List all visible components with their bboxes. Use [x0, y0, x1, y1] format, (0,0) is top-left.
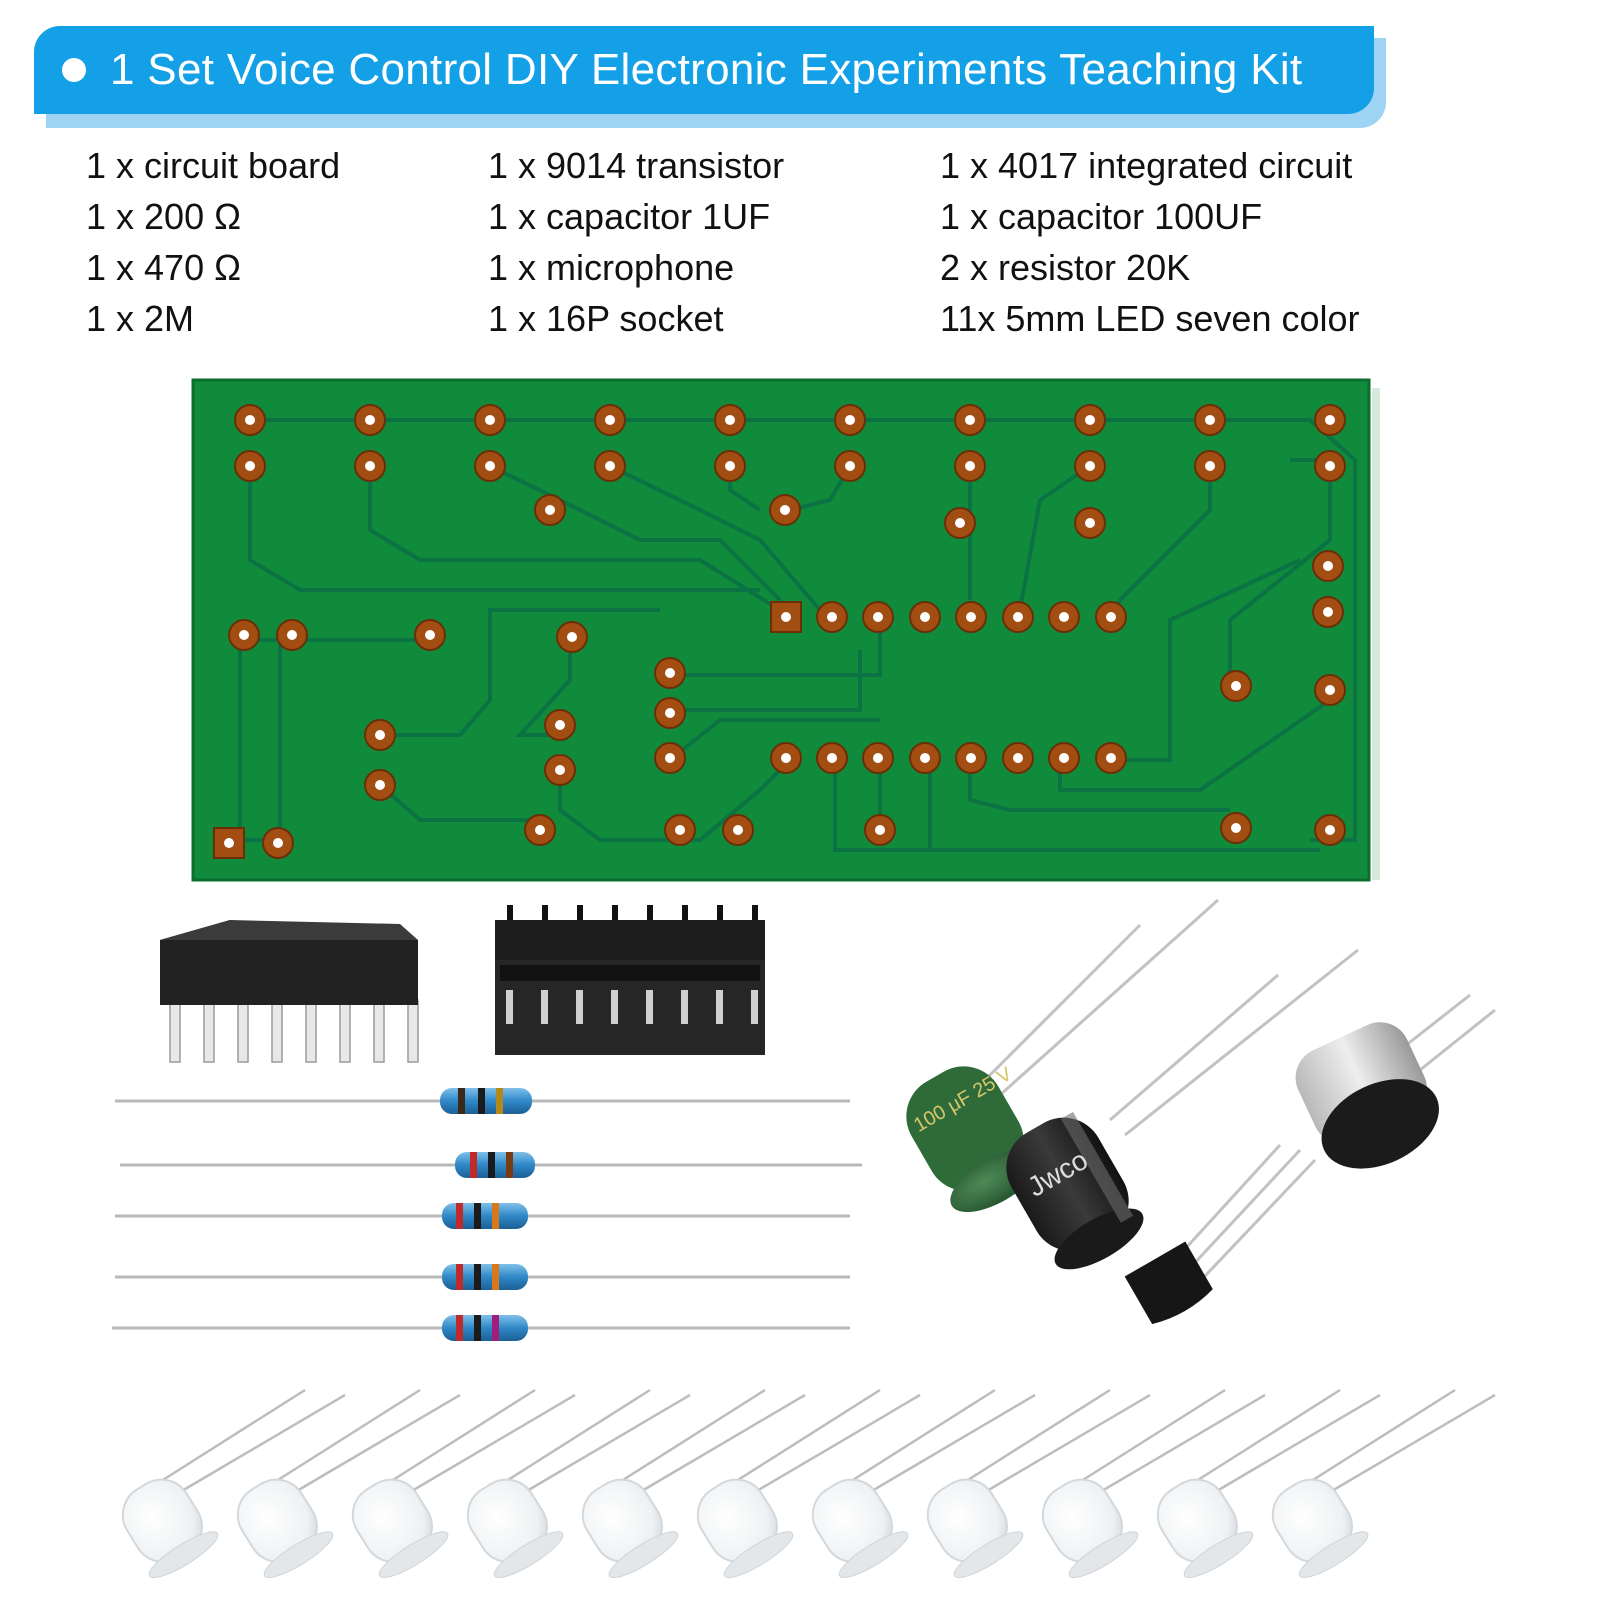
- title-banner: 1 Set Voice Control DIY Electronic Exper…: [34, 26, 1374, 114]
- microphone: [1295, 993, 1496, 1169]
- resistors: [112, 1088, 862, 1341]
- resistor: [115, 1203, 850, 1229]
- parts-item: 1 x 470 Ω: [86, 247, 242, 288]
- led: [121, 1388, 346, 1579]
- parts-item: 1 x capacitor 100UF: [940, 196, 1263, 237]
- parts-item: 1 x microphone: [488, 247, 735, 288]
- parts-item: 1 x 9014 transistor: [488, 145, 785, 186]
- pcb-pad-holes: [224, 415, 1335, 848]
- led: [1156, 1388, 1381, 1579]
- parts-item: 1 x 200 Ω: [86, 196, 242, 237]
- led: [351, 1388, 576, 1579]
- resistor: [112, 1315, 850, 1341]
- led: [1041, 1388, 1266, 1579]
- parts-column-3: 1 x 4017 integrated circuit 1 x capacito…: [940, 140, 1460, 344]
- parts-item: 11x 5mm LED seven color: [940, 298, 1360, 339]
- led: [811, 1388, 1036, 1579]
- parts-list: 1 x circuit board 1 x 200 Ω 1 x 470 Ω 1 …: [86, 140, 1486, 344]
- parts-item: 1 x 2M: [86, 298, 195, 339]
- page-title: 1 Set Voice Control DIY Electronic Exper…: [110, 45, 1303, 94]
- parts-item: 1 x capacitor 1UF: [488, 196, 771, 237]
- capacitor-1uf: Jwco: [1006, 948, 1359, 1270]
- parts-item: 1 x 4017 integrated circuit: [940, 145, 1353, 186]
- parts-item: 2 x resistor 20K: [940, 247, 1191, 288]
- led: [696, 1388, 921, 1579]
- transistor-9014: [1124, 1143, 1317, 1325]
- parts-column-1: 1 x circuit board 1 x 200 Ω 1 x 470 Ω 1 …: [86, 140, 488, 344]
- led: [466, 1388, 691, 1579]
- resistor: [115, 1088, 850, 1114]
- parts-item: 1 x circuit board: [86, 145, 341, 186]
- leds: [121, 1388, 1496, 1579]
- led: [236, 1388, 461, 1579]
- parts-column-2: 1 x 9014 transistor 1 x capacitor 1UF 1 …: [488, 140, 940, 344]
- resistor: [115, 1264, 850, 1290]
- led: [926, 1388, 1151, 1579]
- ic-socket-16p: [495, 905, 765, 1055]
- parts-item: 1 x 16P socket: [488, 298, 724, 339]
- led: [581, 1388, 806, 1579]
- led: [1271, 1388, 1496, 1579]
- bullet-icon: [62, 58, 86, 82]
- resistor: [120, 1152, 862, 1178]
- circuit-board: [191, 378, 1380, 882]
- ic-4017: [160, 920, 419, 1063]
